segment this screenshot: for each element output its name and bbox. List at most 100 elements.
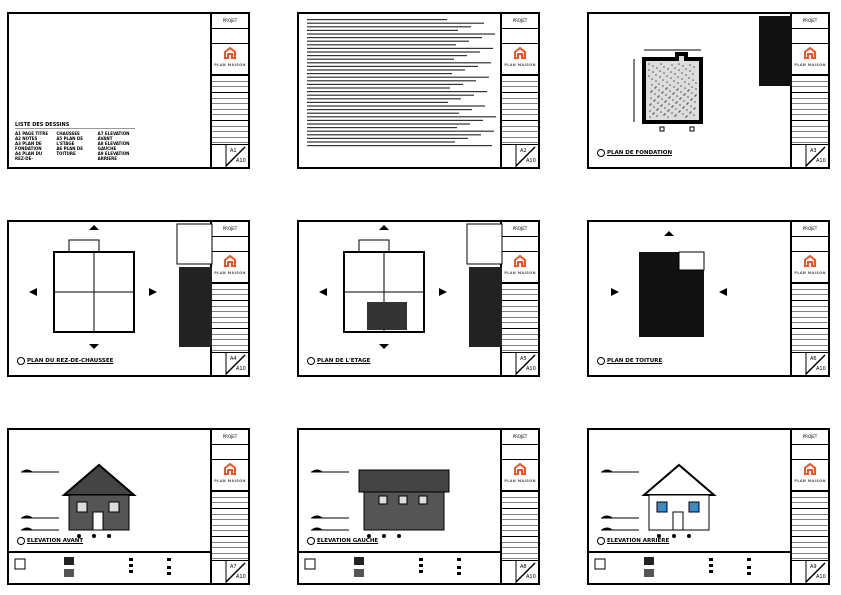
gravel-dot [649, 116, 651, 118]
gravel-dot [666, 75, 668, 77]
gravel-dot [688, 83, 690, 85]
note-line [307, 109, 472, 111]
foundation-outline [642, 52, 703, 124]
window [688, 501, 700, 513]
callout-bubble [397, 534, 401, 538]
gravel-dot [694, 95, 696, 97]
window [398, 495, 408, 505]
project-label: PROJET [502, 222, 538, 237]
gravel-dot [668, 109, 670, 111]
gravel-dot [681, 78, 683, 80]
gravel-dot [694, 101, 696, 103]
gravel-dot [691, 86, 693, 88]
gravel-dot [651, 84, 653, 86]
gravel-dot [665, 88, 667, 90]
door [672, 511, 684, 531]
drawing-list-item: A3 PLAN DE FONDATION [15, 141, 42, 151]
section-marker-icon [149, 288, 157, 296]
project-label: PROJET [212, 430, 248, 445]
gravel-dot [649, 104, 651, 106]
sheet-number-value: A4 [230, 356, 237, 362]
note-line [307, 73, 452, 75]
callout-bubble [657, 534, 661, 538]
brand-logo: PLAN MAISON [792, 460, 828, 492]
sheet-total: A10 [236, 158, 246, 164]
window [418, 495, 428, 505]
north-arrow-icon [379, 225, 389, 230]
sheet-title: PLAN DE TOITURE [597, 357, 662, 365]
gravel-dot [666, 87, 668, 89]
gravel-dot [663, 66, 665, 68]
view-marker-icon [597, 537, 605, 545]
gravel-dot [680, 91, 682, 93]
drawing-area [307, 19, 496, 147]
gravel-dot [682, 107, 684, 109]
level-marker-icon [311, 469, 323, 472]
roof-gable [61, 463, 137, 496]
sheet-total: A10 [526, 366, 536, 372]
gravel-dot [658, 95, 660, 97]
title-block-table [212, 76, 248, 145]
gravel-dot [653, 106, 655, 108]
gravel-dot [657, 108, 659, 110]
gravel-dot [695, 94, 697, 96]
title-block-field [502, 237, 538, 252]
brand-name: PLAN MAISON [504, 479, 536, 483]
note-line [307, 141, 455, 143]
note-line [307, 112, 459, 114]
note-line [307, 37, 482, 39]
title-block-table [212, 492, 248, 561]
note-line [307, 119, 483, 121]
sheet-title: ELEVATION GAUCHE [307, 537, 378, 545]
gravel-dot [664, 107, 666, 109]
gravel-dot [664, 101, 666, 103]
gravel-dot [673, 92, 675, 94]
gravel-dot [649, 110, 651, 112]
house-logo-icon [224, 46, 236, 59]
gravel-dot [678, 63, 680, 65]
gravel-dot [673, 80, 675, 82]
gravel-dot [671, 106, 673, 108]
gravel-dot [654, 99, 656, 101]
gravel-dot [648, 75, 650, 77]
gravel-dot [667, 68, 669, 70]
drawing-list-item: A2 NOTES [15, 136, 38, 141]
house-logo-icon [514, 254, 526, 267]
sheet-total: A10 [526, 158, 536, 164]
project-label: PROJET [212, 222, 248, 237]
window [108, 501, 120, 513]
drawing-list-item: A4 PLAN DU REZ-DE-CHAUSSEE [15, 131, 80, 161]
view-marker-icon [597, 149, 605, 157]
note-line [307, 134, 481, 136]
gravel-dot [693, 66, 695, 68]
drawing-area [319, 223, 503, 349]
drawing-area [633, 16, 792, 132]
note-line [307, 83, 463, 85]
gravel-dot [650, 91, 652, 93]
section-marker-icon [319, 288, 327, 296]
gravel-dot [685, 68, 687, 70]
sheet-total: A10 [526, 574, 536, 580]
gravel-dot [689, 70, 691, 72]
gravel-dot [655, 86, 657, 88]
drawing-area [29, 223, 213, 349]
gravel-dot [664, 113, 666, 115]
drawing-list-item: A5 PLAN DE L'ETAGE [56, 136, 83, 146]
brand-name: PLAN MAISON [214, 271, 246, 275]
brand-logo: PLAN MAISON [212, 460, 248, 492]
gravel-dot [650, 103, 652, 105]
gravel-dot [678, 69, 680, 71]
